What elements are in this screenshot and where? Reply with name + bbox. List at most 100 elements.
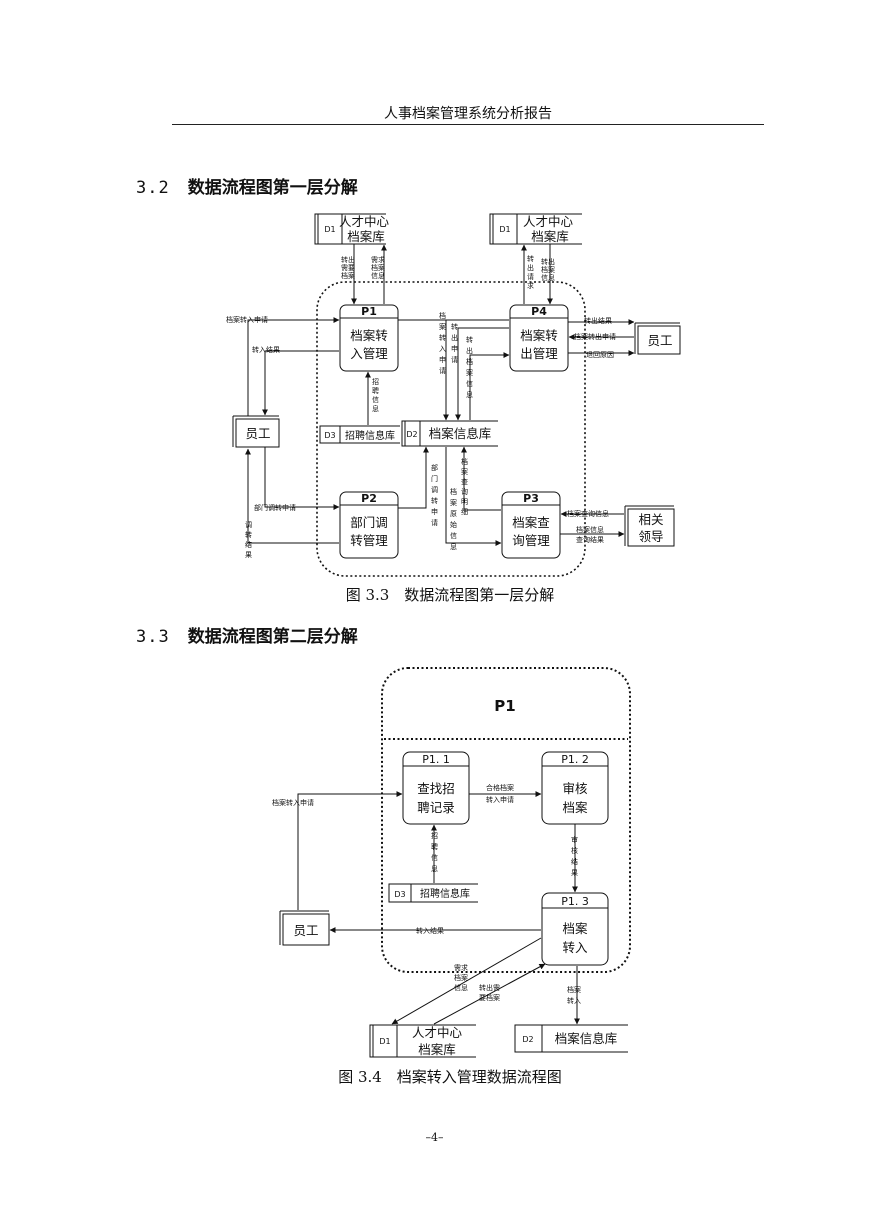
section-heading-3-3: 3.3 数据流程图第二层分解 [136,622,358,647]
process-name-line1: 档案查 [512,515,550,530]
figure-3-4: P1. 1 查找招 聘记录 P1. 2 审核 档案 P1. 3 档案 转入 D3… [279,667,631,1058]
process-p1: P1 档案转 入管理 [339,304,399,372]
figure-3-3: D1 人才中心 档案库 D1 人才中心 档案库 P1 档案转 入管理 P4 档案… [232,213,681,577]
store-d3: D3 招聘信息库 [388,883,478,903]
store-d2: D2 档案信息库 [401,420,498,447]
flow-employee-to-p2 [264,447,340,510]
flow-label-query-detail: 档 案 查 询 明 细 [461,457,470,516]
process-id: P1. 3 [561,895,589,908]
process-name-line1: 部门调 [350,515,388,530]
flow-d2-to-p3 [445,447,502,546]
flow-label-query-result-1: 档案信息 [576,525,604,534]
process-name-line2: 转管理 [350,533,388,548]
flow-label-dept-request: 部 门 调 转 申 请 [431,463,440,527]
flow-label-audit-result: 审 核 结 果 [571,835,580,877]
entity-leader: 相关 领导 [624,505,675,547]
flow-p3-to-d2 [461,446,501,511]
process-id: P1. 1 [422,753,450,766]
page-header: 人事档案管理系统分析报告 [384,106,552,122]
store-name: 招聘信息库 [420,887,470,900]
header-divider [172,124,764,125]
store-name-line1: 人才中心 [523,214,574,229]
store-name: 档案信息库 [555,1031,618,1046]
store-id: D1 [499,225,510,234]
process-id: P3 [523,492,539,505]
process-id: P1 [361,305,377,318]
process-name-line1: 审核 [562,781,588,796]
entity-name-line2: 领导 [638,529,663,544]
store-name: 招聘信息库 [345,429,395,442]
flow-label-transfer-out-result: 转出结果 [584,316,612,325]
figure-caption-3-3: 图 3.3 数据流程图第一层分解 [345,586,555,604]
section-number: 3.2 [136,178,170,198]
store-name-line1: 人才中心 [339,214,390,229]
section-title: 数据流程图第二层分解 [187,627,358,647]
section-title: 数据流程图第一层分解 [187,178,358,198]
process-p3: P3 档案查 询管理 [501,491,561,559]
process-name-line2: 档案 [562,800,588,815]
flow-label-need-info: 需求 档案 信息 [454,963,470,992]
store-d2: D2 档案信息库 [514,1024,628,1053]
process-p4: P4 档案转 出管理 [509,304,569,372]
store-id: D2 [522,1035,533,1044]
figure-3-4-labels: P1 档案转入申请 合格档案 转入申请 招 聘 信 息 审 核 结 果 转入结果… [272,697,581,1005]
flow-d2-to-p4 [469,352,510,420]
process-name-line1: 档案转 [520,328,558,343]
process-id: P1. 2 [561,753,589,766]
flow-label-transfer-in-request: 档案转入申请 [226,315,268,324]
figure-caption-3-4: 图 3.4 档案转入管理数据流程图 [338,1068,562,1086]
store-id: D3 [394,890,405,899]
flow-label-return-reason: 退回原因 [586,350,614,359]
flow-label-transfer-result: 调 转 结 果 [245,520,254,559]
store-id: D3 [324,431,335,440]
store-name-line2: 档案库 [531,229,569,244]
process-id: P2 [361,492,377,505]
flow-label-transfer-out-info: 转 出 档 案 信 息 [466,335,475,399]
flow-label-d1r-out: 转出 档案 信息 [541,257,557,282]
flow-p1-3-to-d1 [391,937,542,1025]
process-id: P4 [531,305,547,318]
flow-label-qualified-2: 转入申请 [486,795,514,804]
p1-boundary [381,667,631,973]
entity-employee-right: 员工 [634,322,681,355]
flow-label-transfer-out-request: 转 出 申 请 [451,322,460,364]
flow-p2-to-employee [245,448,339,544]
flow-label-archive-out-request: 档案转出申请 [574,332,616,341]
flow-label-transfer-in-result: 转入结果 [252,345,280,354]
store-id: D1 [379,1037,390,1046]
store-name: 档案信息库 [429,426,492,441]
flow-label-dept-transfer-request: 部门调转申请 [254,503,296,512]
section-number: 3.3 [136,627,170,647]
process-name-line2: 询管理 [512,533,550,548]
flow-label-d1-out: 转出 需要 档案 [341,255,357,280]
flow-employee-to-p1-1 [297,791,403,910]
entity-employee-left: 员工 [232,415,280,448]
flow-label-recruit-info: 招 聘 信 息 [431,831,440,873]
flow-label-query-info: 档案查询信息 [567,509,609,518]
entity-name: 员工 [245,426,270,441]
store-d3: D3 招聘信息库 [319,425,400,444]
p1-title: P1 [494,697,515,715]
flow-label-p4-req: 转 出 请 求 [527,254,536,290]
section-heading-3-2: 3.2 数据流程图第一层分解 [136,173,358,198]
entity-name-line1: 相关 [638,512,663,527]
flow-p4-to-d2 [455,327,509,421]
figure-3-3-labels: 转出 需要 档案 需求 档案 信息 转 出 请 求 转出 档案 信息 档案转入申… [226,254,616,559]
system-boundary [316,281,586,577]
process-p1-2: P1. 2 审核 档案 [541,751,609,825]
flow-label-d1-req: 需求 档案 信息 [371,255,387,280]
flow-p1-to-employee [262,350,339,416]
flow-label-archive-in-request: 档 案 转 入 申 请 [439,311,448,375]
flow-label-out-need-1: 转出需 [479,983,500,992]
flow-label-out-need-2: 要档案 [479,993,500,1002]
store-id: D2 [406,430,417,439]
process-name-line2: 出管理 [520,346,558,361]
flow-employee-to-p1 [247,317,340,416]
store-id: D1 [324,225,335,234]
store-d1: D1 人才中心 档案库 [369,1024,476,1058]
entity-name: 员工 [647,333,672,348]
process-p1-3: P1. 3 档案 转入 [541,892,609,966]
process-name-line2: 聘记录 [417,800,455,815]
process-name-line1: 档案转 [350,328,388,343]
